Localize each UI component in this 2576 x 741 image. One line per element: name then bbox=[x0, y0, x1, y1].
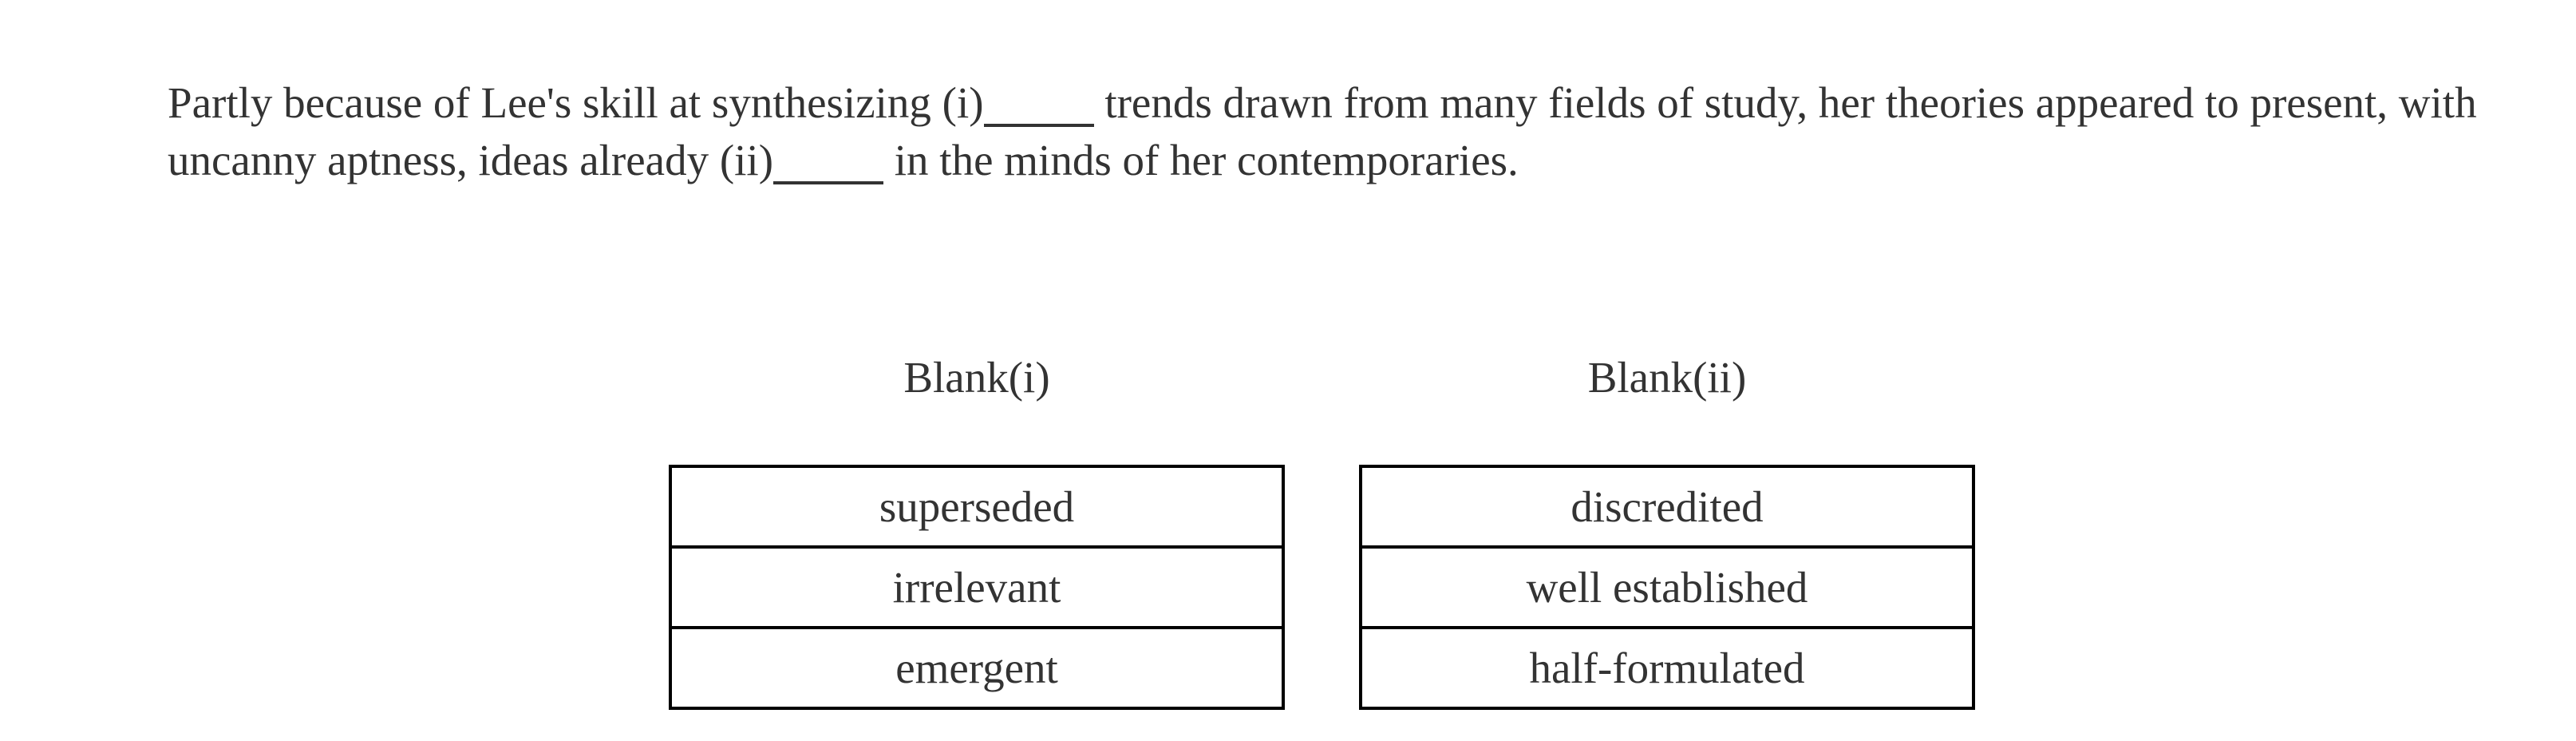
blank-i-underline bbox=[983, 124, 1094, 127]
option-cell-blank-i-2[interactable]: irrelevant bbox=[672, 545, 1282, 626]
option-cell-blank-i-1[interactable]: superseded bbox=[879, 482, 1075, 531]
blank-ii-options-table: discredited well established half-formul… bbox=[1359, 465, 1975, 710]
blank-ii-header: Blank(ii) bbox=[1587, 353, 1747, 402]
option-cell-blank-ii-1[interactable]: discredited bbox=[1570, 482, 1764, 531]
option-cell-blank-i-3[interactable]: emergent bbox=[672, 626, 1282, 707]
passage-part2: trends drawn from many fields of study, … bbox=[168, 78, 2477, 184]
option-cell-blank-ii-3[interactable]: half-formulated bbox=[1362, 626, 1972, 707]
passage-part3: in the minds of her contemporaries. bbox=[883, 136, 1519, 184]
blank-ii-underline bbox=[773, 181, 884, 184]
blank-ii-column: Blank(ii) discredited well established h… bbox=[1359, 349, 1975, 710]
passage-text: Partly because of Lee's skill at synthes… bbox=[168, 74, 2482, 189]
option-cell-blank-ii-2[interactable]: well established bbox=[1362, 545, 1972, 626]
passage-part1: Partly because of Lee's skill at synthes… bbox=[168, 78, 984, 127]
blank-i-column: Blank(i) superseded irrelevant emergent bbox=[669, 349, 1285, 710]
blank-i-options-table: superseded irrelevant emergent bbox=[669, 465, 1285, 710]
blank-i-header: Blank(i) bbox=[903, 353, 1050, 402]
